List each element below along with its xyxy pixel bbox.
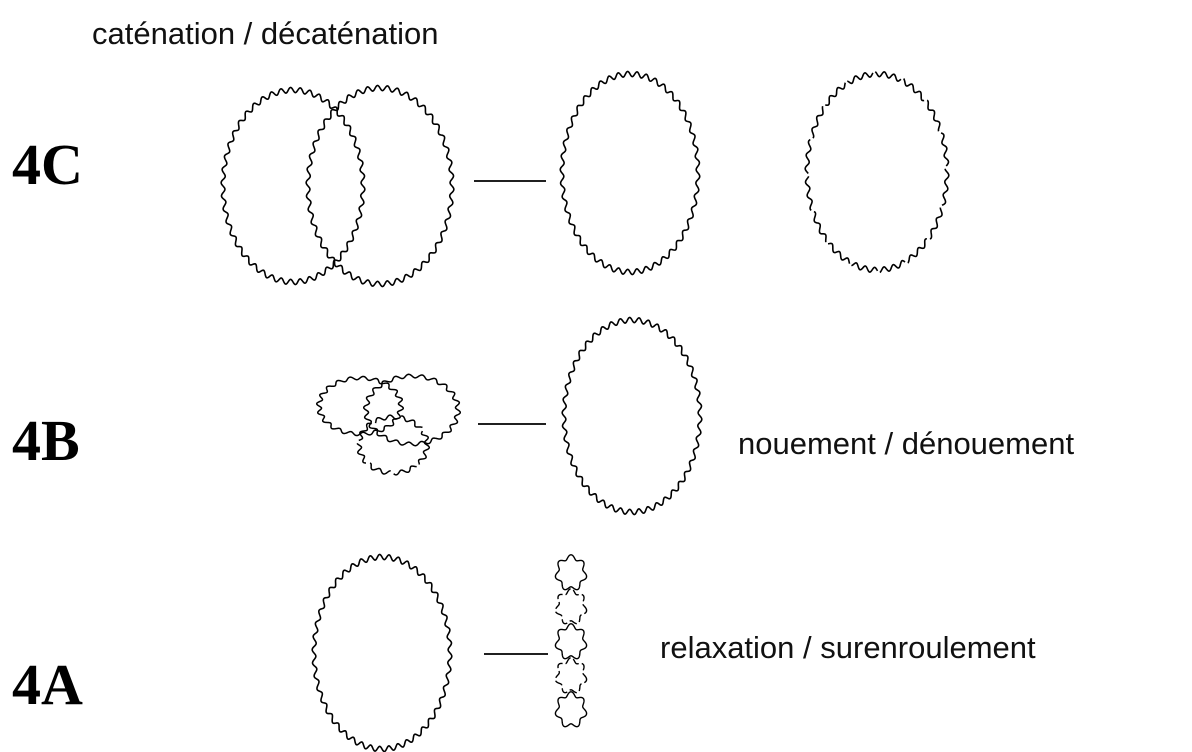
supercoil-stack	[554, 554, 588, 728]
wavy-lobe	[355, 414, 431, 476]
wavy-ring	[220, 86, 366, 286]
supercoil-loop	[554, 691, 588, 728]
wavy-ring	[559, 70, 701, 276]
wavy-lobe	[362, 373, 462, 447]
panel-label-4b: 4B	[12, 408, 80, 473]
caption-4a: relaxation / surenroulement	[660, 630, 1036, 665]
supercoil-loop	[554, 554, 588, 591]
wavy-ring	[311, 553, 453, 752]
panel-label-4a: 4A	[12, 652, 83, 717]
caption-4b: nouement / dénouement	[738, 426, 1075, 461]
caption-4c: caténation / décaténation	[92, 16, 439, 51]
catenane-group	[220, 84, 455, 288]
panel-label-4c: 4C	[12, 132, 83, 197]
wavy-ring	[561, 316, 703, 516]
supercoil-loop	[554, 657, 588, 694]
trefoil-knot	[315, 373, 462, 476]
wavy-lobe	[315, 375, 405, 437]
wavy-ring	[305, 84, 455, 288]
supercoil-loop	[554, 588, 588, 625]
wavy-ring	[804, 70, 950, 274]
supercoil-loop	[554, 623, 588, 660]
